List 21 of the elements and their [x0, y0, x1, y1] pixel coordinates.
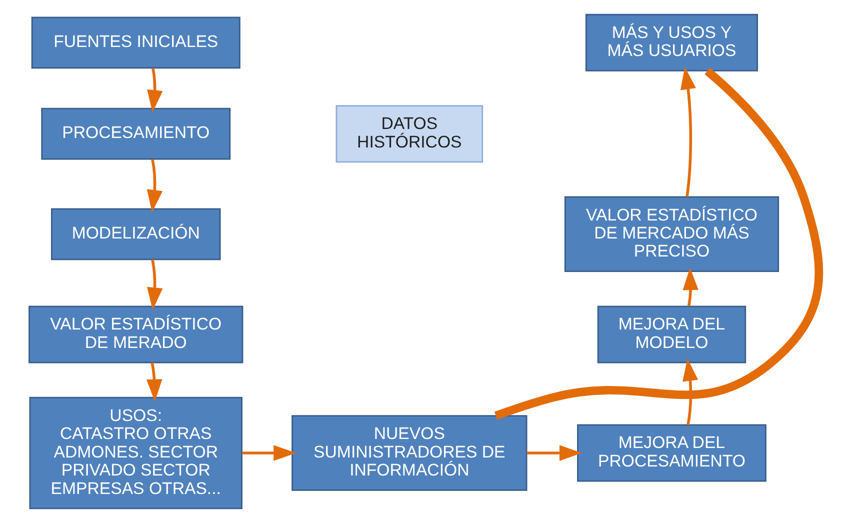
node-box: MODELIZACIÓN	[50, 208, 220, 260]
connector	[494, 67, 823, 420]
arrow	[680, 66, 696, 196]
node-box: MEJORA DEL MODELO	[596, 305, 746, 363]
arrow	[146, 158, 162, 212]
arrow	[242, 444, 296, 460]
node-box: PROCESAMIENTO	[40, 107, 230, 160]
node-box: NUEVOS SUMINISTRADORES DE INFORMACIÓN	[291, 414, 527, 490]
node-box: DATOS HISTÓRICOS	[335, 104, 483, 162]
arrow	[526, 444, 582, 460]
arrow	[146, 67, 162, 112]
arrow	[682, 358, 698, 425]
arrow	[146, 258, 162, 310]
node-box: MÁS Y USOS Y MÁS USUARIOS	[584, 13, 758, 71]
node-box: VALOR ESTADÍSTICO DE MERADO	[28, 305, 243, 363]
arrow	[682, 267, 698, 306]
node-box: VALOR ESTADÍSTICO DE MERCADO MÁS PRECISO	[564, 196, 779, 272]
node-box: MEJORA DEL PROCESAMIENTO	[576, 424, 766, 482]
node-box: USOS: CATASTRO OTRAS ADMONES. SECTOR PRIVADO SECTOR EMPRESAS OTRAS...	[28, 396, 242, 509]
node-box: FUENTES INICIALES	[30, 16, 240, 68]
arrow	[146, 362, 162, 402]
